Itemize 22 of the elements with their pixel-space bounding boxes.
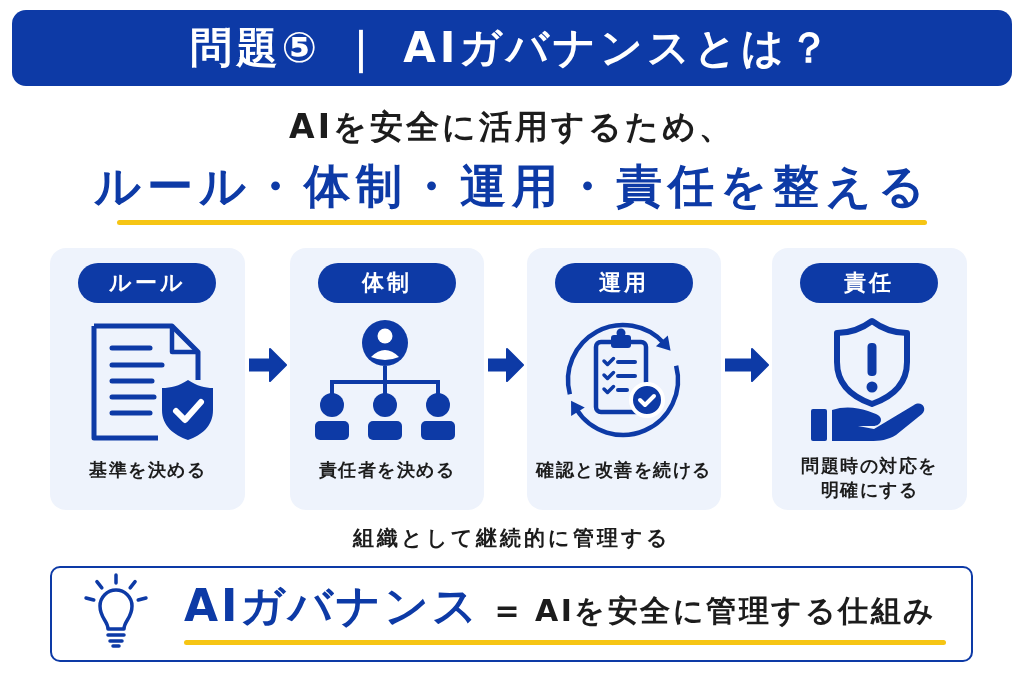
definition-text: = AIを安全に管理する仕組み <box>494 593 937 629</box>
step-card <box>527 248 721 510</box>
flow-arrow <box>488 348 524 382</box>
step-label-tag: ルール <box>78 263 216 303</box>
step-label-tag: 運用 <box>555 263 693 303</box>
definition-box <box>50 566 973 662</box>
title-text: 問題⑤ ｜ AIガバナンスとは？ <box>189 22 835 74</box>
step-card <box>50 248 245 510</box>
step-label-tag: 責任 <box>800 263 938 303</box>
step-card <box>772 248 967 510</box>
step-description: 問題時の対応を明確にする <box>800 454 939 502</box>
step-description: 責任者を決める <box>318 458 456 482</box>
heading-text: ルール・体制・運用・責任を整える <box>93 158 931 215</box>
flow-arrow <box>725 348 769 382</box>
step-description: 基準を決める <box>89 458 206 482</box>
subtitle-text: AIを安全に活用するため、 <box>289 106 735 148</box>
step-description: 確認と改善を続ける <box>536 458 712 482</box>
step-card <box>290 248 484 510</box>
term-text: AIガバナンス <box>184 580 481 633</box>
flow-arrow <box>249 348 287 382</box>
note-text: 組織として継続的に管理する <box>353 525 671 552</box>
step-label-tag: 体制 <box>318 263 456 303</box>
